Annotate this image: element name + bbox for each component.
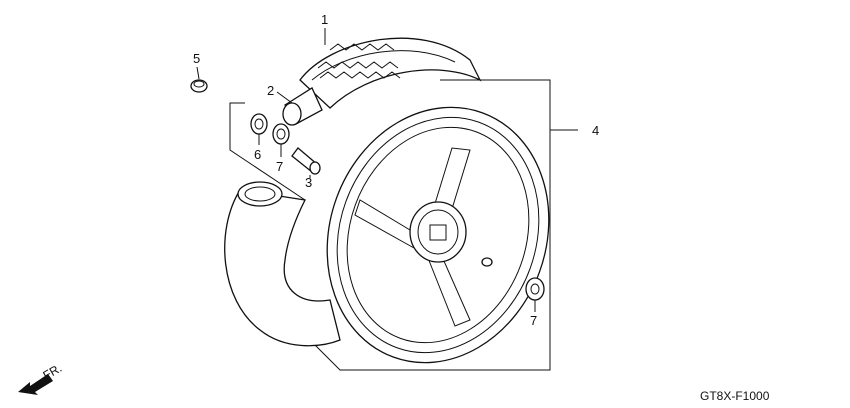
callout-axle-collar: 3 bbox=[305, 175, 312, 190]
wheel-part bbox=[326, 106, 550, 364]
tire-tread-pattern bbox=[317, 43, 401, 79]
valve-nut-part bbox=[190, 79, 208, 93]
wheel-assembly-frame bbox=[299, 79, 578, 371]
dust-seal-part bbox=[250, 113, 268, 135]
callout-wheel: 4 bbox=[592, 123, 599, 138]
callout-tube: 2 bbox=[267, 83, 274, 98]
front-direction-arrow-icon bbox=[18, 374, 53, 395]
bearing-right-part bbox=[525, 277, 545, 301]
leader-lines bbox=[196, 28, 536, 312]
callout-bearing-left: 7 bbox=[276, 159, 283, 174]
tire-lower-part bbox=[224, 181, 341, 347]
tire-part bbox=[299, 37, 482, 109]
diagram-code: GT8X-F1000 bbox=[700, 389, 770, 403]
callout-bearing-right: 7 bbox=[530, 313, 537, 328]
callout-valve-nut: 5 bbox=[193, 51, 200, 66]
callout-tire: 1 bbox=[321, 12, 328, 27]
seal-bearing-assembly-frame bbox=[229, 102, 306, 201]
bearing-left-part bbox=[272, 123, 290, 145]
axle-collar-part bbox=[291, 147, 321, 175]
callout-dust-seal: 6 bbox=[254, 147, 261, 162]
